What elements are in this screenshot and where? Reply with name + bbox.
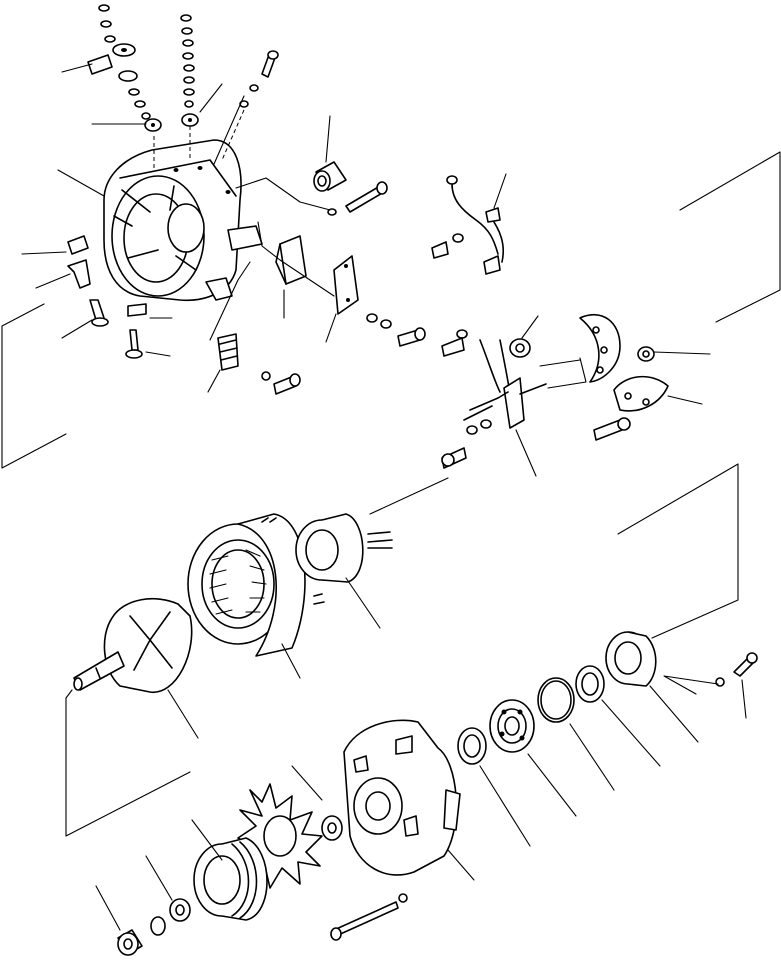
rear-housing [103, 109, 263, 302]
drive-end-housing [343, 719, 461, 876]
brush-holder-bushing [313, 161, 347, 192]
pulley-nut-washer [117, 898, 191, 956]
bearing-cover [605, 631, 657, 687]
mounting-bolt-top [327, 181, 388, 216]
rear-bearing [575, 665, 605, 703]
stator [187, 513, 325, 657]
terminal-nut-stack-left [98, 4, 162, 132]
terminal-nut-stack-right [180, 14, 199, 127]
pulley [193, 837, 268, 921]
terminal-bolts-left [89, 299, 143, 359]
bearing-retainer [457, 727, 487, 765]
through-bolt [330, 893, 408, 941]
regulator-assembly [441, 329, 547, 469]
slip-ring-end-bearing [295, 513, 393, 583]
terminal-block [275, 235, 307, 285]
cover-screw [715, 652, 758, 687]
capacitor-spring [217, 333, 301, 395]
rotor [73, 597, 193, 693]
front-ball-bearing [489, 699, 535, 753]
leader-lines [21, 63, 747, 931]
insulator-bushing [87, 54, 113, 75]
clip-small-parts [67, 235, 147, 317]
small-bolt-top [239, 50, 279, 108]
plate-screw-set [366, 313, 426, 347]
rectifier-bridge [579, 313, 669, 441]
insulating-plate [333, 255, 359, 315]
wire-lead-assembly [431, 175, 505, 275]
o-ring [537, 677, 575, 723]
assembly-bracket-lines [1, 151, 781, 837]
spacer-collar [321, 815, 343, 841]
